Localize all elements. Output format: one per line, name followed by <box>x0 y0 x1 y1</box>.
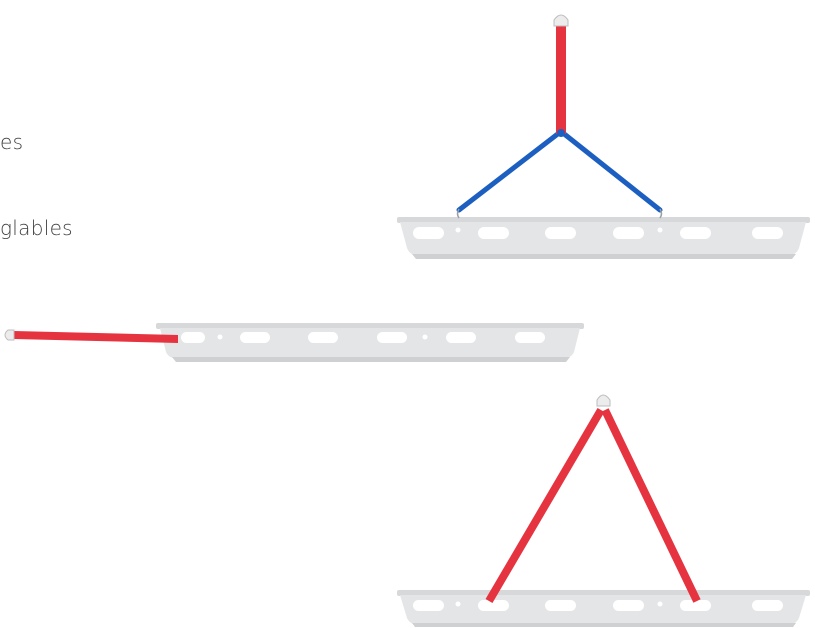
red-top-strap <box>556 26 566 134</box>
caption-line-2: glables <box>0 216 73 240</box>
tray-handholds <box>181 332 545 343</box>
lift-ring-icon <box>596 394 611 407</box>
stretcher-with-single-strap <box>4 323 584 362</box>
sling-hooks <box>456 208 663 219</box>
stretcher-with-a-frame-sling <box>397 394 810 627</box>
caption-line-1: es <box>0 130 24 154</box>
stretcher-tray <box>397 590 810 627</box>
stretcher-with-y-sling <box>397 14 810 259</box>
stretcher-tray <box>156 323 584 362</box>
tray-handholds <box>413 600 783 611</box>
lift-ring-icon <box>553 14 569 27</box>
tray-handholds <box>413 227 783 239</box>
red-a-frame-legs <box>485 407 701 604</box>
stretcher-tray <box>397 217 810 259</box>
blue-sling-legs <box>456 130 663 213</box>
red-single-strap <box>14 331 178 343</box>
strap-junction <box>557 129 565 137</box>
lift-ring-icon <box>4 329 15 341</box>
